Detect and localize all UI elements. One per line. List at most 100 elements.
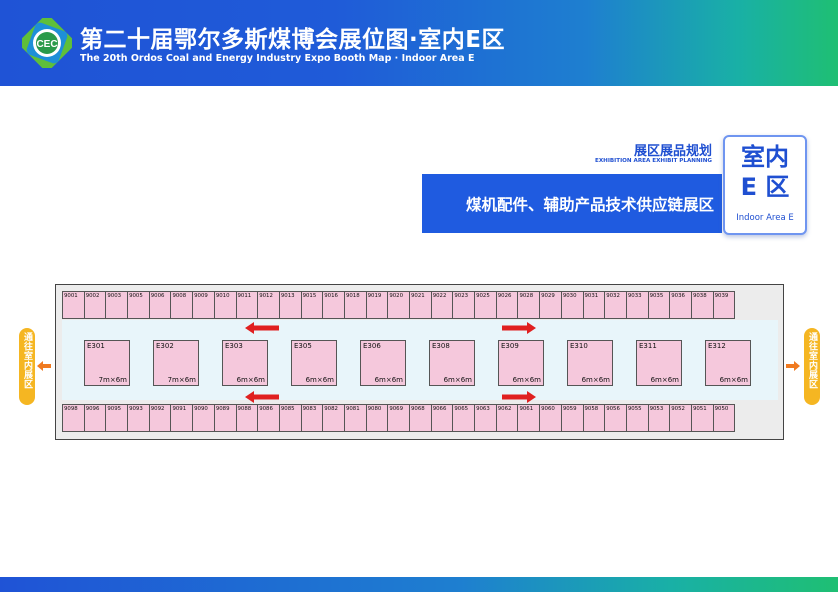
booth-number: 9032: [606, 293, 620, 299]
exhibit-category-text: 煤机配件、辅助产品技术供应链展区: [465, 196, 714, 214]
booth-number: 9051: [692, 406, 707, 412]
booth-cell: 9091: [170, 404, 194, 432]
booth-cell: 9021: [409, 291, 432, 319]
booth-number: 9022: [432, 293, 447, 299]
booth-number: 9086: [259, 406, 273, 412]
page-subtitle: The 20th Ordos Coal and Energy Industry …: [80, 53, 475, 64]
booth-number: 9030: [562, 293, 577, 299]
arrow-right-icon: [502, 322, 536, 334]
booth-id: E305: [294, 342, 312, 350]
booth-cell: 9008: [170, 291, 194, 319]
booth-cell: 9050: [712, 404, 736, 432]
booth-cell: 9011: [235, 291, 259, 319]
booth-number: 9062: [497, 406, 512, 412]
booth-number: 9025: [476, 293, 490, 299]
footer-bar: [0, 577, 838, 592]
booth-cell: 9038: [690, 291, 714, 319]
booth-number: 9088: [237, 406, 252, 412]
booth-cell: 9009: [192, 291, 215, 319]
booth-size: 6m×6m: [236, 376, 265, 384]
booth-number: 9002: [85, 293, 100, 299]
booth-number: 9089: [215, 406, 230, 412]
page-title: 第二十届鄂尔多斯煤博会展位图·室内E区: [80, 27, 505, 53]
booth-number: 9013: [280, 293, 295, 299]
booth-cell: 9089: [213, 404, 237, 432]
planning-subtitle: EXHIBITION AREA EXHIBIT PLANNING: [595, 158, 712, 164]
booth-cell: 9010: [213, 291, 237, 319]
booth-cell: 9058: [582, 404, 606, 432]
island-booth: E312 6m×6m: [705, 340, 751, 386]
booth-number: 9001: [64, 293, 78, 299]
booth-cell: 9082: [322, 404, 345, 432]
arrow-left-icon: [245, 322, 279, 334]
booth-cell: 9068: [409, 404, 432, 432]
booth-number: 9009: [194, 293, 208, 299]
exhibit-category-bar: 煤机配件、辅助产品技术供应链展区: [422, 174, 722, 233]
booth-cell: 9052: [669, 404, 692, 432]
left-exit-sign: 通往室内展区: [19, 328, 35, 405]
booth-number: 9098: [64, 406, 78, 412]
booth-number: 9066: [432, 406, 447, 412]
booth-id: E308: [432, 342, 450, 350]
booth-number: 9091: [172, 406, 187, 412]
booth-size: 6m×6m: [581, 376, 610, 384]
booth-number: 9065: [454, 406, 469, 412]
booth-cell: 9096: [83, 404, 107, 432]
booth-number: 9082: [324, 406, 338, 412]
booth-id: E303: [225, 342, 243, 350]
booth-number: 9036: [671, 293, 685, 299]
arrow-right-icon: [502, 391, 536, 403]
booth-number: 9063: [476, 406, 490, 412]
booth-cell: 9003: [105, 291, 129, 319]
booth-cell: 9053: [647, 404, 671, 432]
booth-cell: 9085: [278, 404, 302, 432]
booth-number: 9095: [107, 406, 122, 412]
booth-number: 9003: [107, 293, 122, 299]
right-exit-sign: 通往室内展区: [804, 328, 820, 405]
booth-number: 9016: [324, 293, 338, 299]
booth-cell: 9028: [517, 291, 541, 319]
booth-cell: 9069: [387, 404, 410, 432]
booth-cell: 9081: [343, 404, 367, 432]
booth-number: 9059: [562, 406, 577, 412]
booth-id: E302: [156, 342, 174, 350]
booth-cell: 9083: [300, 404, 324, 432]
booth-cell: 9090: [192, 404, 215, 432]
booth-cell: 9066: [430, 404, 454, 432]
booth-cell: 9059: [560, 404, 584, 432]
area-badge-english: Indoor Area E: [736, 213, 794, 223]
booth-cell: 9036: [669, 291, 692, 319]
booth-cell: 9029: [539, 291, 562, 319]
booth-number: 9085: [280, 406, 295, 412]
booth-number: 9039: [714, 293, 729, 299]
booth-number: 9006: [150, 293, 165, 299]
booth-number: 9035: [649, 293, 664, 299]
logo-text: CEC: [36, 39, 57, 50]
booth-number: 9081: [345, 406, 360, 412]
booth-number: 9021: [411, 293, 425, 299]
booth-number: 9060: [541, 406, 555, 412]
booth-number: 9012: [259, 293, 273, 299]
booth-number: 9005: [129, 293, 143, 299]
booth-cell: 9005: [127, 291, 150, 319]
booth-cell: 9063: [474, 404, 497, 432]
booth-cell: 9086: [257, 404, 280, 432]
booth-cell: 9095: [105, 404, 129, 432]
booth-number: 9092: [150, 406, 165, 412]
booth-cell: 9019: [365, 291, 389, 319]
area-badge-line1: 室内: [741, 143, 789, 171]
booth-id: E312: [708, 342, 726, 350]
booth-number: 9053: [649, 406, 664, 412]
booth-size: 6m×6m: [719, 376, 748, 384]
area-badge: 室内 E 区 Indoor Area E: [723, 135, 807, 235]
booth-cell: 9022: [430, 291, 454, 319]
booth-cell: 9080: [365, 404, 389, 432]
booth-cell: 9006: [148, 291, 172, 319]
booth-cell: 9001: [62, 291, 85, 319]
right-exit-label: 通往室内展区: [807, 332, 817, 389]
booth-cell: 9018: [343, 291, 367, 319]
